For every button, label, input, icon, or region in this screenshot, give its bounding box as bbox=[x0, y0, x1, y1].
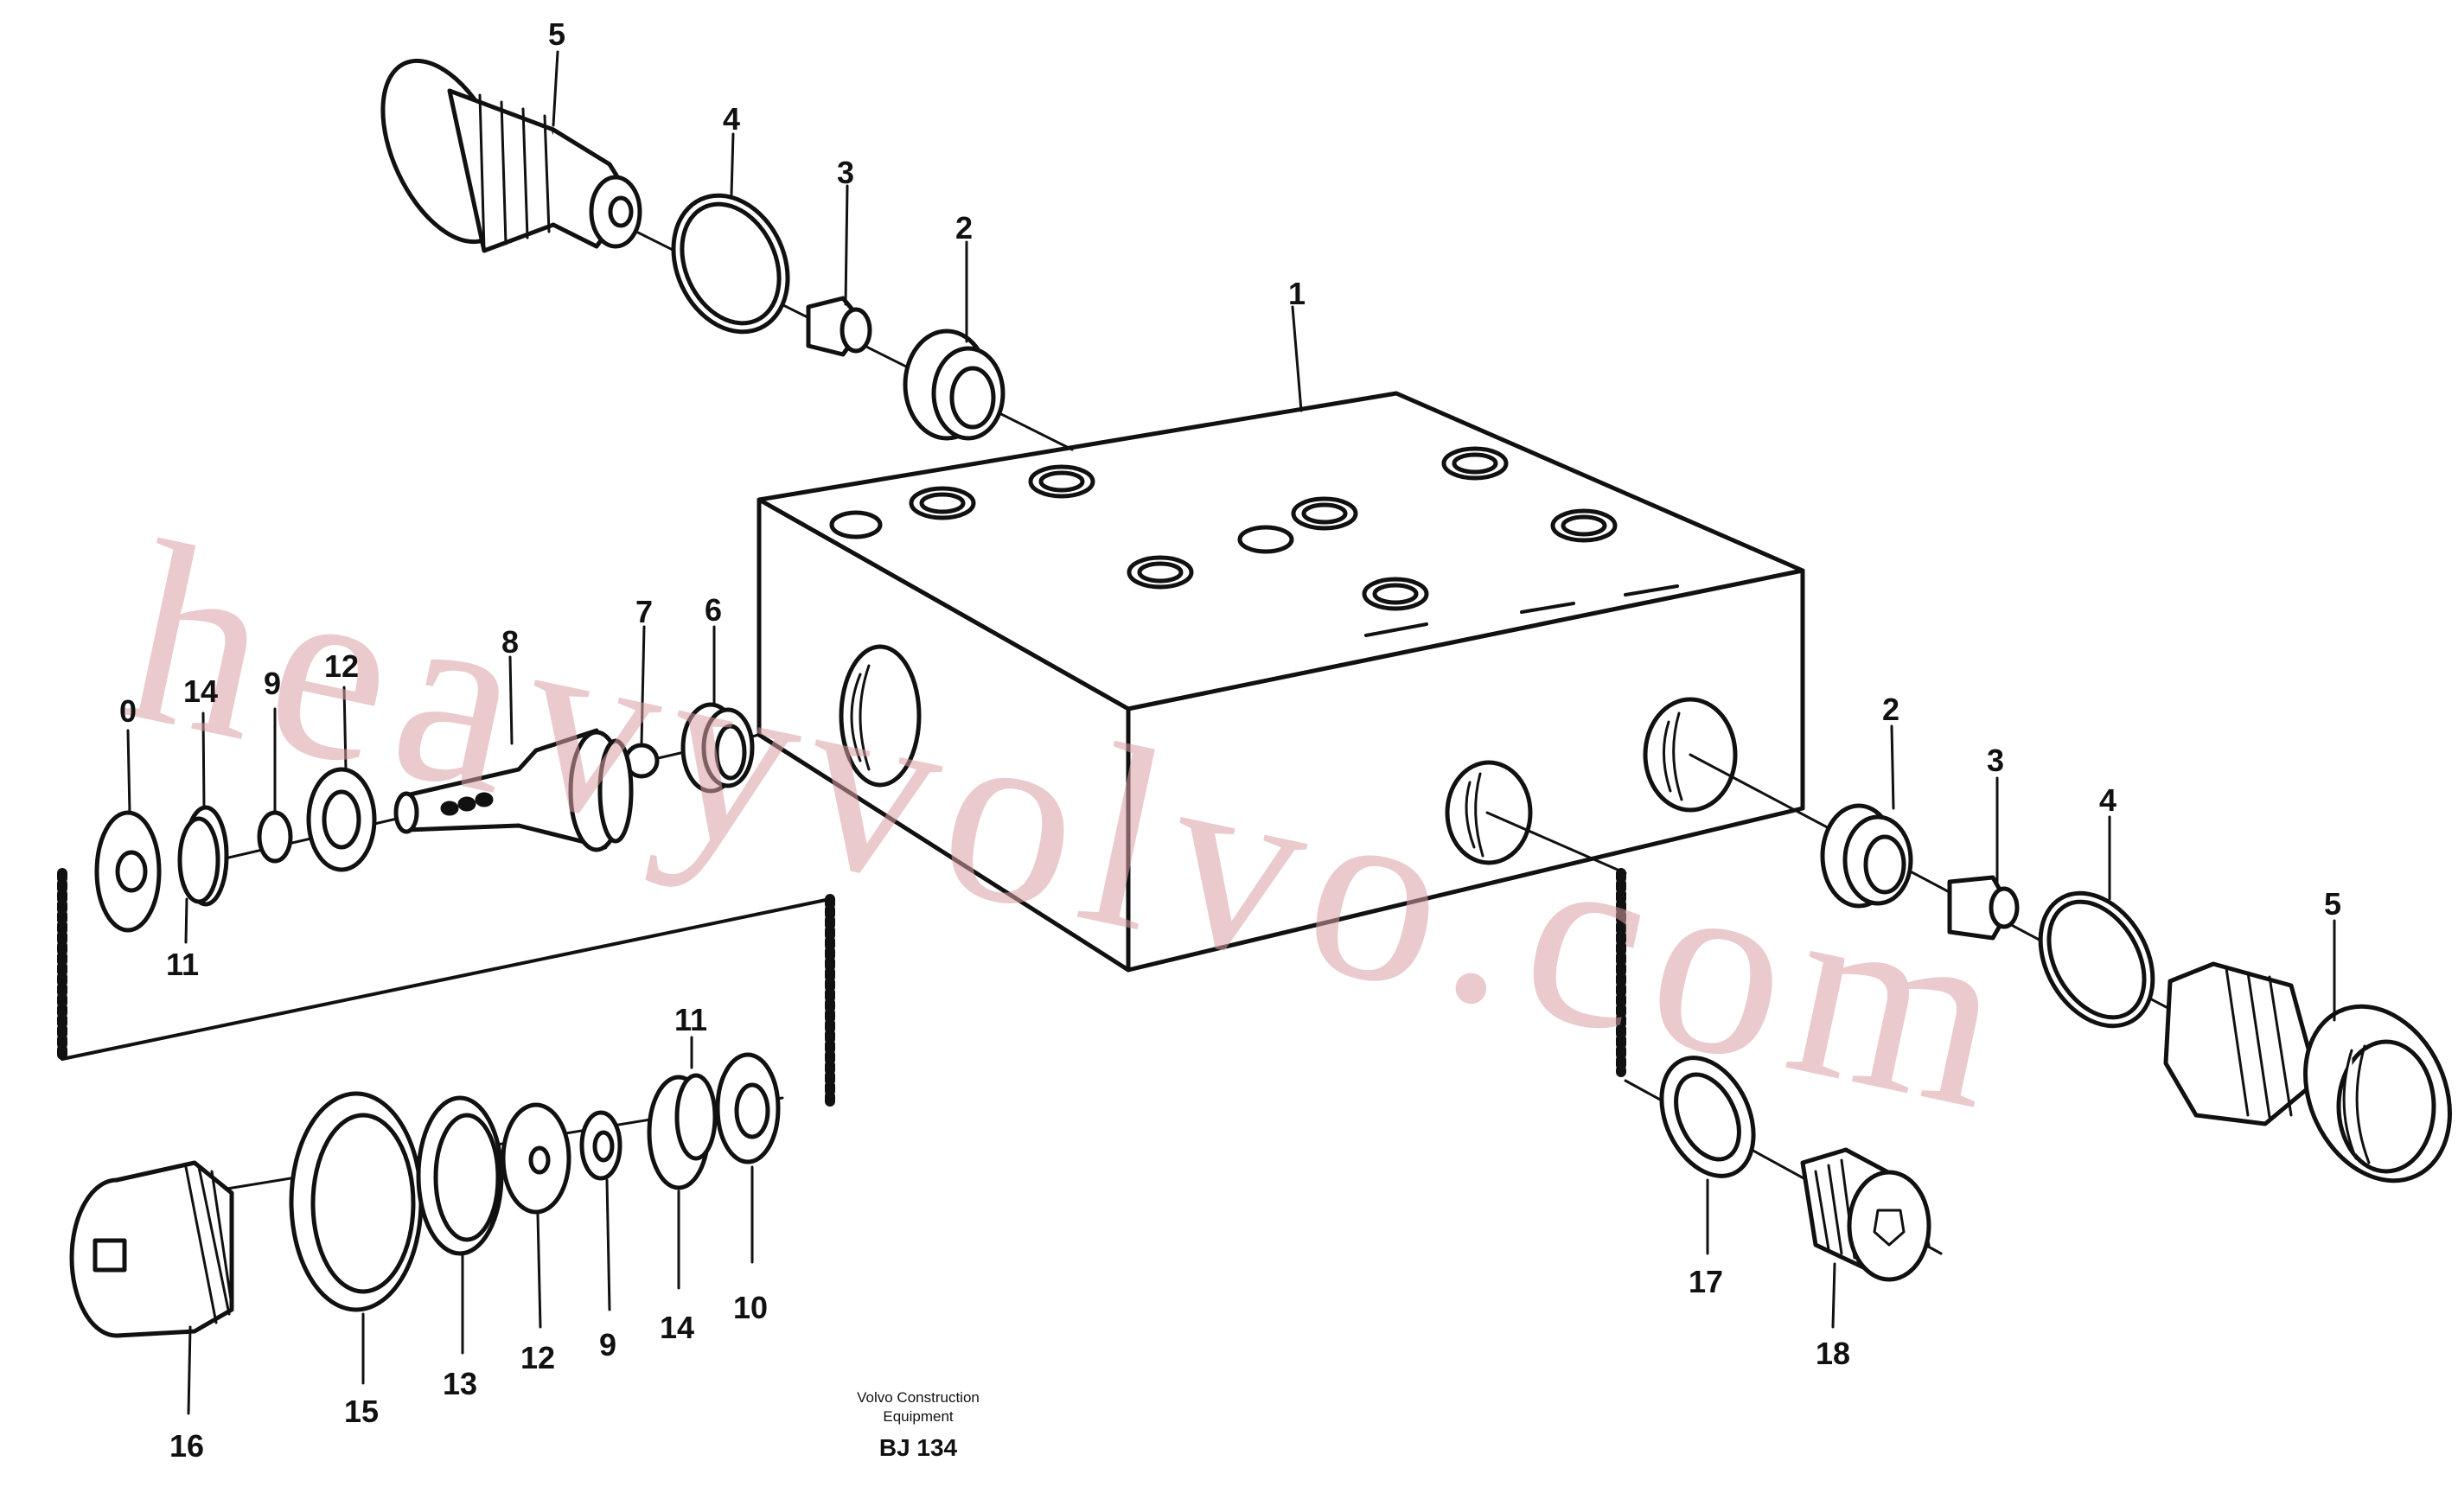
valve-block bbox=[757, 391, 1805, 973]
callout-14: 13 bbox=[443, 1366, 477, 1401]
callout-10: 10 bbox=[733, 1290, 768, 1325]
callout-5: 5 bbox=[548, 16, 565, 52]
right-relief-valve-group bbox=[1820, 803, 2452, 1183]
callout-3-right: 3 bbox=[1987, 743, 2004, 778]
callout-2-right: 2 bbox=[1882, 692, 1899, 727]
callout-13-lower: 12 bbox=[520, 1340, 555, 1375]
callout-17: 17 bbox=[1689, 1264, 1723, 1299]
callout-8: 8 bbox=[501, 624, 519, 660]
footer: Volvo Construction Equipment BJ 134 bbox=[857, 1389, 980, 1461]
callout-2: 2 bbox=[955, 210, 973, 246]
callout-11: 11 bbox=[166, 947, 199, 982]
callout-5-right: 5 bbox=[2324, 886, 2341, 922]
callout-9: 9 bbox=[264, 666, 281, 701]
footer-code: BJ 134 bbox=[879, 1434, 958, 1461]
callout-leaders bbox=[126, 50, 2336, 1415]
footer-division: Equipment bbox=[883, 1408, 954, 1425]
callout-9-lower: 9 bbox=[599, 1327, 616, 1362]
callout-1: 1 bbox=[1288, 276, 1306, 311]
callout-0: 0 bbox=[119, 693, 137, 729]
lower-right-plug-group bbox=[1659, 1056, 1931, 1282]
footer-company: Volvo Construction bbox=[857, 1389, 980, 1406]
callout-numbers: 1 2 3 4 5 6 7 8 9 0 14 12 11 2 3 4 5 11 … bbox=[119, 16, 2341, 1464]
callout-4-right: 4 bbox=[2099, 782, 2116, 818]
upper-relief-valve-group bbox=[380, 58, 1006, 441]
callout-18: 18 bbox=[1816, 1336, 1850, 1371]
callout-15: 15 bbox=[344, 1394, 379, 1429]
callout-4: 4 bbox=[723, 101, 740, 137]
assembly-brackets bbox=[57, 868, 1626, 1112]
callout-11-lower: 11 bbox=[674, 1002, 707, 1037]
middle-left-group bbox=[94, 702, 755, 933]
bottom-left-group bbox=[69, 1052, 781, 1338]
callout-6: 6 bbox=[705, 592, 722, 628]
callout-12-lower: 14 bbox=[660, 1310, 694, 1345]
callout-16: 16 bbox=[169, 1428, 204, 1464]
callout-3: 3 bbox=[837, 155, 854, 190]
callout-7: 7 bbox=[635, 594, 653, 629]
callout-12: 14 bbox=[183, 673, 218, 709]
callout-13: 12 bbox=[324, 648, 359, 684]
